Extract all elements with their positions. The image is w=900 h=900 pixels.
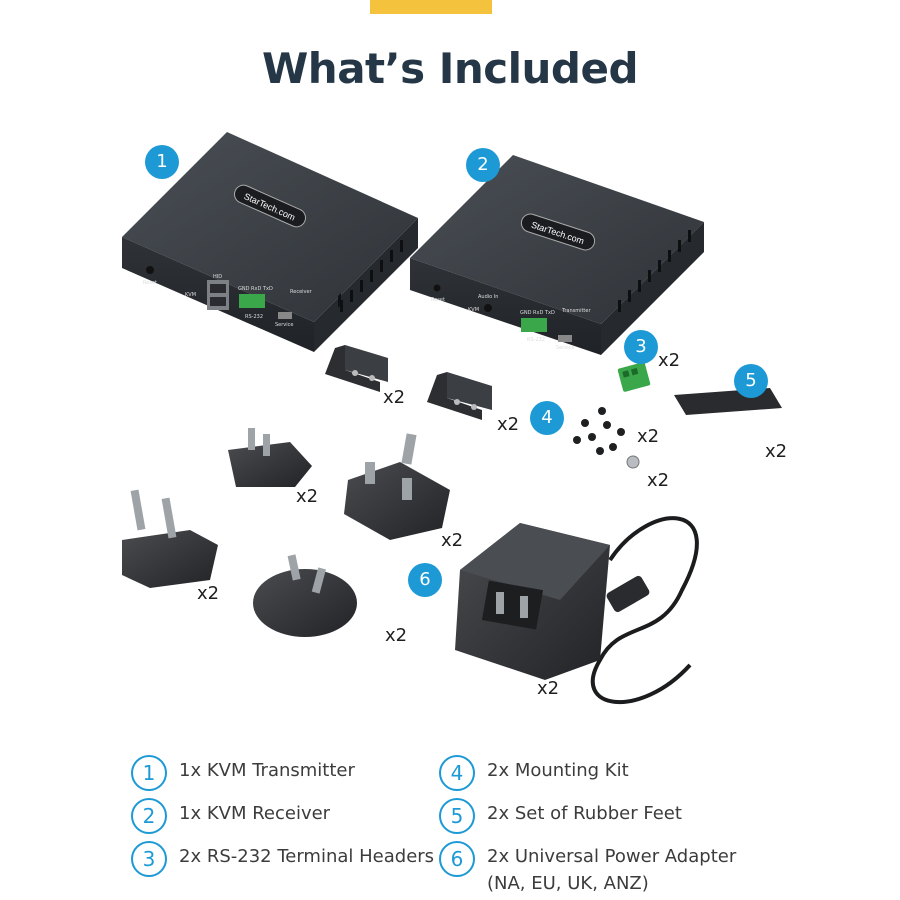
qty-screws: x2 bbox=[637, 426, 660, 447]
svg-text:Reset: Reset bbox=[143, 280, 157, 286]
svg-text:GND RxD TxD: GND RxD TxD bbox=[520, 310, 555, 316]
svg-text:Reset: Reset bbox=[431, 297, 445, 303]
mounting-bracket-b bbox=[427, 372, 492, 420]
legend-number: 4 bbox=[439, 755, 475, 791]
mounting-bracket-a bbox=[325, 345, 388, 392]
kvm-transmitter-device: StarTech.com Reset Audio In KVM GND RxD … bbox=[410, 155, 704, 355]
transmitter-vents bbox=[618, 230, 691, 312]
qty-headers: x2 bbox=[658, 350, 681, 371]
plug-eu bbox=[122, 489, 218, 588]
transmitter-terminal-block bbox=[521, 318, 547, 332]
top-accent-bar bbox=[370, 0, 492, 14]
svg-text:HID: HID bbox=[213, 274, 222, 280]
badge-5: 5 bbox=[734, 364, 768, 398]
svg-text:Receiver: Receiver bbox=[290, 289, 313, 295]
qty-bracket-a: x2 bbox=[383, 387, 406, 408]
legend-label: 2x Set of Rubber Feet bbox=[487, 803, 682, 824]
qty-plug-na: x2 bbox=[296, 486, 319, 507]
svg-text:RS-232: RS-232 bbox=[245, 314, 263, 320]
legend-item-2: 2 1x KVM Receiver bbox=[131, 798, 330, 834]
rubber-feet-strip bbox=[674, 388, 782, 415]
plug-uk bbox=[344, 433, 450, 540]
qty-plug-uk: x2 bbox=[441, 530, 464, 551]
legend-item-6: 6 2x Universal Power Adapter (NA, EU, UK… bbox=[439, 841, 736, 897]
rs232-terminal-header bbox=[617, 362, 651, 392]
svg-text:KVM: KVM bbox=[468, 307, 479, 313]
svg-text:Transmitter: Transmitter bbox=[561, 308, 591, 314]
qty-bracket-b: x2 bbox=[497, 414, 520, 435]
receiver-vents bbox=[340, 240, 403, 312]
svg-text:GND RxD TxD: GND RxD TxD bbox=[238, 286, 273, 292]
page-title: What’s Included bbox=[261, 44, 639, 93]
legend-item-3: 3 2x RS-232 Terminal Headers bbox=[131, 841, 434, 877]
badge-1: 1 bbox=[145, 145, 179, 179]
svg-text:KVM: KVM bbox=[185, 292, 196, 298]
legend-number: 1 bbox=[131, 755, 167, 791]
svg-text:RS-232: RS-232 bbox=[527, 337, 545, 343]
qty-adapter: x2 bbox=[537, 678, 560, 699]
legend-label: 1x KVM Receiver bbox=[179, 803, 331, 824]
qty-feet: x2 bbox=[765, 441, 788, 462]
legend-label: 1x KVM Transmitter bbox=[179, 760, 355, 781]
svg-text:Service: Service bbox=[275, 322, 293, 328]
legend-label: 2x Universal Power Adapter (NA, EU, UK, … bbox=[487, 843, 736, 897]
plug-anz bbox=[253, 554, 357, 637]
svg-text:Audio In: Audio In bbox=[478, 294, 498, 300]
thumb-screw bbox=[626, 455, 640, 469]
legend-number: 6 bbox=[439, 841, 475, 877]
qty-plug-anz: x2 bbox=[385, 625, 408, 646]
product-illustration: StarTech.com Reset HID KVM GND RxD TxD R… bbox=[122, 132, 782, 705]
badge-3: 3 bbox=[624, 330, 658, 364]
svg-text:Service: Service bbox=[556, 345, 574, 351]
badge-4: 4 bbox=[530, 401, 564, 435]
receiver-terminal-block bbox=[239, 294, 265, 308]
legend-item-4: 4 2x Mounting Kit bbox=[439, 755, 629, 791]
legend-label: 2x RS-232 Terminal Headers bbox=[179, 846, 435, 867]
legend-item-1: 1 1x KVM Transmitter bbox=[131, 755, 355, 791]
qty-thumb-screw: x2 bbox=[647, 470, 670, 491]
badge-6: 6 bbox=[408, 563, 442, 597]
legend-label-main: 2x Universal Power Adapter bbox=[487, 846, 737, 867]
legend-label-sub: (NA, EU, UK, ANZ) bbox=[487, 873, 649, 894]
legend-number: 2 bbox=[131, 798, 167, 834]
legend-number: 5 bbox=[439, 798, 475, 834]
plug-na bbox=[228, 428, 312, 487]
kvm-receiver-device: StarTech.com Reset HID KVM GND RxD TxD R… bbox=[122, 132, 418, 352]
screws bbox=[573, 407, 625, 455]
legend-number: 3 bbox=[131, 841, 167, 877]
legend-item-5: 5 2x Set of Rubber Feet bbox=[439, 798, 682, 834]
power-adapter bbox=[455, 516, 699, 705]
qty-plug-eu: x2 bbox=[197, 583, 220, 604]
badge-2: 2 bbox=[466, 148, 500, 182]
legend-label: 2x Mounting Kit bbox=[487, 760, 629, 781]
